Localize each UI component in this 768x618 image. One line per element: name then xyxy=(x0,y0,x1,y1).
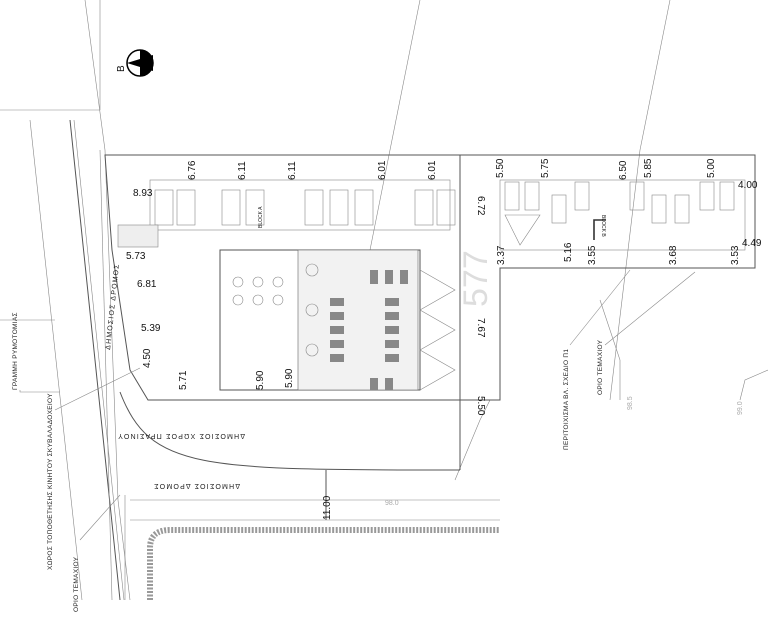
dimension-label: 5.50 xyxy=(495,158,506,178)
dimension-label: 6.81 xyxy=(137,279,157,290)
dimension-label: 6.50 xyxy=(618,160,629,180)
dimension-label: 4.49 xyxy=(742,238,762,249)
block-b: BLOCK B xyxy=(499,179,746,251)
dimensions-top: 6.76 6.11 6.11 6.01 6.01 5.50 5.75 6.50 … xyxy=(187,158,758,191)
dimension-label: 3.53 xyxy=(730,245,741,265)
dimension-label: 98.5 xyxy=(627,396,634,410)
dimension-label: 98.0 xyxy=(385,500,399,507)
dimension-label: 3.37 xyxy=(496,245,507,265)
dimension-label: 5.50 xyxy=(475,396,486,416)
north-arrow-icon: Β xyxy=(116,49,154,77)
courtyard xyxy=(219,249,456,391)
dimension-label: 6.11 xyxy=(237,161,248,180)
plot-boundary-left-label: ΟΡΙΟ ΤΕΜΑΧΙΟΥ xyxy=(73,556,80,612)
south-road-label: ΔΗΜΟΣΙΟΣ ΔΡΟΜΟΣ xyxy=(153,482,240,489)
west-road-label: ΔΗΜΟΣΙΟΣ ΔΡΟΜΟΣ xyxy=(105,263,121,350)
plot-boundary-right-label: ΟΡΙΟ ΤΕΜΑΧΙΟΥ xyxy=(597,339,604,395)
dimension-label: 5.85 xyxy=(643,158,654,178)
dimensions-bottom-left: 5.71 5.90 5.90 xyxy=(178,368,295,390)
contour-labels: 98.0 98.5 99.0 xyxy=(385,396,744,507)
dimension-label: 8.93 xyxy=(133,188,153,199)
dimension-label: 6.76 xyxy=(187,160,198,180)
dimensions-middle: 6.72 7.67 5.50 xyxy=(475,196,486,416)
dimension-label: 5.00 xyxy=(706,158,717,178)
dimensions-left: 8.93 5.73 6.81 5.39 4.50 xyxy=(126,188,161,368)
dimensions-bottom-right: 3.37 5.16 3.55 3.68 3.53 4.49 xyxy=(496,238,762,265)
bin-area-label: ΧΩΡΟΣ ΤΟΠΟΘΕΤΗΣΗΣ ΚΙΝΗΤΟΥ ΣΚΥΒΑΛΑΔΟΧΕΙΟΥ xyxy=(47,393,54,570)
dimension-label: 3.55 xyxy=(587,245,598,265)
dimension-label: 6.01 xyxy=(427,160,438,180)
dimension-label: 4.50 xyxy=(142,348,153,368)
dimension-label: 5.90 xyxy=(255,370,266,390)
plot-number: 577 xyxy=(457,250,495,307)
block-b-label: BLOCK B xyxy=(600,215,606,237)
dimension-label: 99.0 xyxy=(737,401,744,415)
fence-label: ΠΕΡΙΤΟΙΧΙΣΜΑ ΒΛ. ΣΧΕΔΙΟ Π1 xyxy=(563,349,570,450)
building-line-label: ΓΡΑΜΜΗ ΡΥΜΟΤΟΜΙΑΣ xyxy=(12,312,19,390)
block-a-label: BLOCK A xyxy=(258,206,264,228)
dimension-label: 7.67 xyxy=(475,318,486,338)
annotations: ΓΡΑΜΜΗ ΡΥΜΟΤΟΜΙΑΣ ΧΩΡΟΣ ΤΟΠΟΘΕΤΗΣΗΣ ΚΙΝΗ… xyxy=(12,269,696,612)
block-a: BLOCK A xyxy=(117,179,456,248)
dimension-label: 6.72 xyxy=(475,196,486,216)
dimension-label: 6.11 xyxy=(287,161,298,180)
dimension-label: 3.68 xyxy=(668,245,679,265)
dimension-label: 5.73 xyxy=(126,251,146,262)
dimension-label: 5.71 xyxy=(178,370,189,390)
dimension-label: 5.39 xyxy=(141,323,161,334)
dimension-label: 5.90 xyxy=(284,368,295,388)
green-space-label: ΔΗΜΟΣΙΟΣ ΧΩΡΟΣ ΠΡΑΣΙΝΟΥ xyxy=(117,432,245,439)
dimension-label: 4.00 xyxy=(738,180,758,191)
road-width-dimension: 11.00 xyxy=(322,495,333,520)
dimension-label: 5.75 xyxy=(540,158,551,178)
kerb-hatch xyxy=(147,527,500,600)
site-boundary xyxy=(104,154,756,471)
dimension-label: 6.01 xyxy=(377,160,388,180)
north-label: Β xyxy=(116,65,127,72)
dimension-label: 5.16 xyxy=(563,242,574,262)
